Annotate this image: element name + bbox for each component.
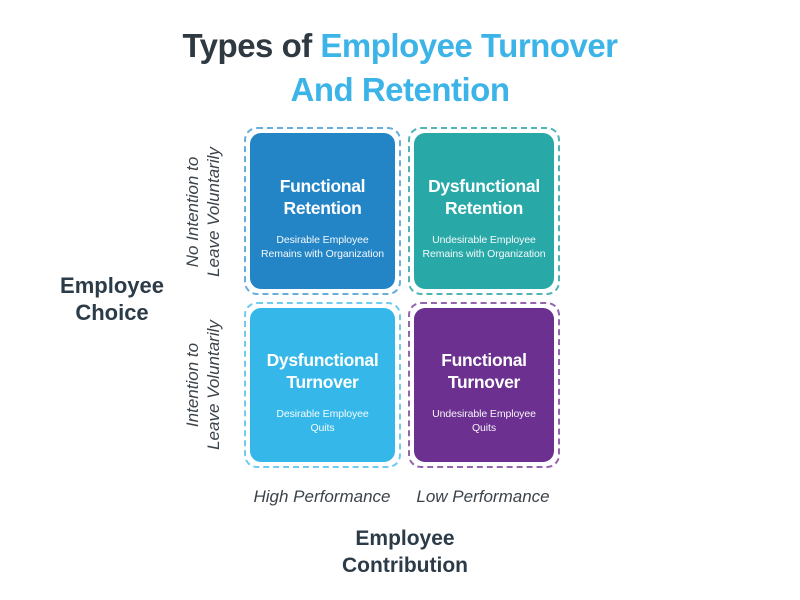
- title-highlight-2: And Retention: [290, 71, 510, 108]
- quadrant-subtitle: Desirable Employee Remains with Organiza…: [261, 234, 384, 261]
- x-tick-low-performance: Low Performance: [416, 487, 550, 506]
- quadrant-title-line2: Retention: [445, 198, 523, 218]
- quadrant-subtitle-line1: Desirable Employee: [276, 408, 369, 420]
- quadrant-subtitle-line2: Remains with Organization: [261, 247, 384, 260]
- title-prefix: Types of: [182, 27, 321, 64]
- x-axis-label-line1: Employee: [355, 527, 455, 550]
- y-axis-label-line2: Choice: [75, 300, 149, 325]
- quadrant-title-line2: Turnover: [447, 372, 521, 392]
- x-axis-label-line2: Contribution: [342, 554, 468, 577]
- quadrant-dysfunctional-retention: Dysfunctional Retention Undesirable Empl…: [408, 127, 560, 295]
- quadrant-subtitle: Undesirable Employee Quits: [432, 408, 536, 435]
- quadrant-title: Dysfunctional Retention: [428, 175, 540, 219]
- quadrant-functional-turnover: Functional Turnover Undesirable Employee…: [408, 302, 560, 468]
- x-axis-label: Employee Contribution: [342, 525, 468, 579]
- page-title-line1: Types of Employee Turnover: [0, 24, 800, 68]
- quadrant-card: Dysfunctional Turnover Desirable Employe…: [250, 308, 395, 462]
- quadrant-subtitle-line2: Quits: [310, 421, 335, 434]
- title-highlight-1: Employee Turnover: [320, 27, 618, 64]
- y-tick-line2: Leave Voluntarily: [204, 147, 223, 277]
- quadrant-card: Functional Retention Desirable Employee …: [250, 133, 395, 289]
- quadrant-title-line1: Dysfunctional: [428, 176, 540, 196]
- quadrant-functional-retention: Functional Retention Desirable Employee …: [244, 127, 401, 295]
- quadrant-title-line1: Dysfunctional: [266, 350, 379, 370]
- quadrant-dysfunctional-turnover: Dysfunctional Turnover Desirable Employe…: [244, 302, 401, 468]
- quadrant-card: Functional Turnover Undesirable Employee…: [414, 308, 554, 462]
- y-tick-no-intention: No Intention to Leave Voluntarily: [182, 147, 224, 277]
- quadrant-card: Dysfunctional Retention Undesirable Empl…: [414, 133, 554, 289]
- y-axis-label-line1: Employee: [60, 273, 164, 298]
- x-tick-high-performance: High Performance: [253, 487, 391, 506]
- quadrant-subtitle-line2: Remains with Organization: [422, 247, 546, 260]
- y-tick-intention: Intention to Leave Voluntarily: [182, 320, 224, 450]
- quadrant-title-line2: Turnover: [286, 372, 359, 392]
- quadrant-subtitle-line2: Quits: [471, 421, 496, 434]
- y-axis-label: Employee Choice: [60, 272, 164, 326]
- y-tick-line1: No Intention to: [183, 156, 202, 268]
- quadrant-subtitle-line1: Desirable Employee: [276, 234, 369, 246]
- quadrant-title-line1: Functional: [279, 176, 366, 196]
- quadrant-subtitle: Desirable Employee Quits: [276, 408, 368, 435]
- page-title: Types of Employee Turnover And Retention: [0, 24, 800, 112]
- quadrant-title: Functional Retention: [279, 175, 366, 219]
- quadrant-subtitle-line1: Undesirable Employee: [432, 408, 536, 420]
- quadrant-title-line1: Functional: [441, 350, 527, 370]
- quadrant-title: Functional Turnover: [441, 349, 527, 393]
- quadrant-title-line2: Retention: [283, 198, 362, 218]
- y-tick-line1: Intention to: [183, 342, 202, 428]
- quadrant-subtitle-line1: Undesirable Employee: [432, 234, 536, 246]
- quadrant-title: Dysfunctional Turnover: [267, 349, 379, 393]
- page-title-line2: And Retention: [0, 68, 800, 112]
- quadrant-subtitle: Undesirable Employee Remains with Organi…: [423, 234, 546, 261]
- y-tick-line2: Leave Voluntarily: [204, 320, 223, 450]
